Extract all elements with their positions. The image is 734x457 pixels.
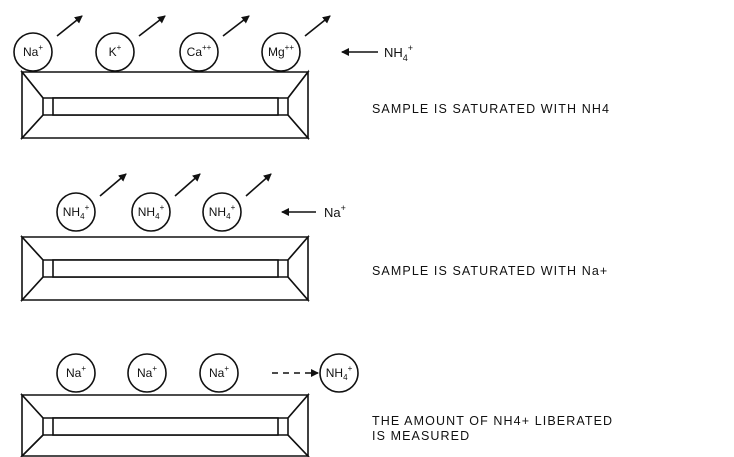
clay-particle — [20, 392, 310, 457]
clay-particle — [20, 234, 310, 303]
ion-circle-na: Na+ — [56, 353, 96, 393]
ion-label: NH4+ — [138, 203, 165, 221]
panel-step-2: NH4+ NH4+ NH4+ Na+ SAMPLE IS SATURATED W… — [20, 173, 608, 303]
ion-circle-k: K+ — [95, 32, 135, 72]
leaving-arrow — [304, 15, 331, 37]
ion-label: Mg++ — [268, 43, 294, 59]
leaving-arrow — [222, 15, 250, 37]
ion-circle-nh4: NH4+ — [56, 192, 96, 232]
incoming-ion-label: Na+ — [324, 203, 346, 220]
ion-circle-na: Na+ — [127, 353, 167, 393]
leaving-arrow — [99, 173, 127, 197]
leaving-arrow — [174, 173, 201, 197]
ion-circle-nh4: NH4+ — [202, 192, 242, 232]
panel-step-3: Na+ Na+ Na+ NH4+ THE AMOUNT OF NH4+ LIBE… — [20, 353, 613, 457]
step-2-caption: SAMPLE IS SATURATED WITH Na+ — [372, 264, 608, 278]
ion-label: NH4+ — [209, 203, 236, 221]
leaving-arrow — [56, 15, 83, 37]
ion-circle-mg: Mg++ — [261, 32, 301, 72]
ion-label: NH4+ — [326, 364, 353, 382]
leaving-arrow — [245, 173, 272, 197]
ion-label: NH4+ — [63, 203, 90, 221]
ion-circle-na: Na+ — [13, 32, 53, 72]
panel-step-1: Na+ K+ Ca++ Mg++ NH4+ SAMPLE IS SATURATE… — [13, 15, 610, 141]
step-3-caption-line-1: THE AMOUNT OF NH4+ LIBERATED — [372, 414, 613, 428]
ion-label: Na+ — [209, 364, 229, 380]
ion-circle-nh4: NH4+ — [131, 192, 171, 232]
step-1-caption: SAMPLE IS SATURATED WITH NH4 — [372, 102, 610, 116]
incoming-ion-label: NH4+ — [384, 43, 413, 63]
ion-circle-ca: Ca++ — [179, 32, 219, 72]
step-3-caption-line-2: IS MEASURED — [372, 429, 470, 443]
ion-label: Ca++ — [187, 43, 212, 59]
ion-circle-nh4-liberated: NH4+ — [319, 353, 359, 393]
ion-label: Na+ — [137, 364, 157, 380]
ion-circle-na: Na+ — [199, 353, 239, 393]
ion-label: Na+ — [23, 43, 43, 59]
ion-label: K+ — [109, 43, 122, 59]
leaving-arrow — [138, 15, 166, 37]
clay-particle — [20, 69, 310, 141]
ion-label: Na+ — [66, 364, 86, 380]
